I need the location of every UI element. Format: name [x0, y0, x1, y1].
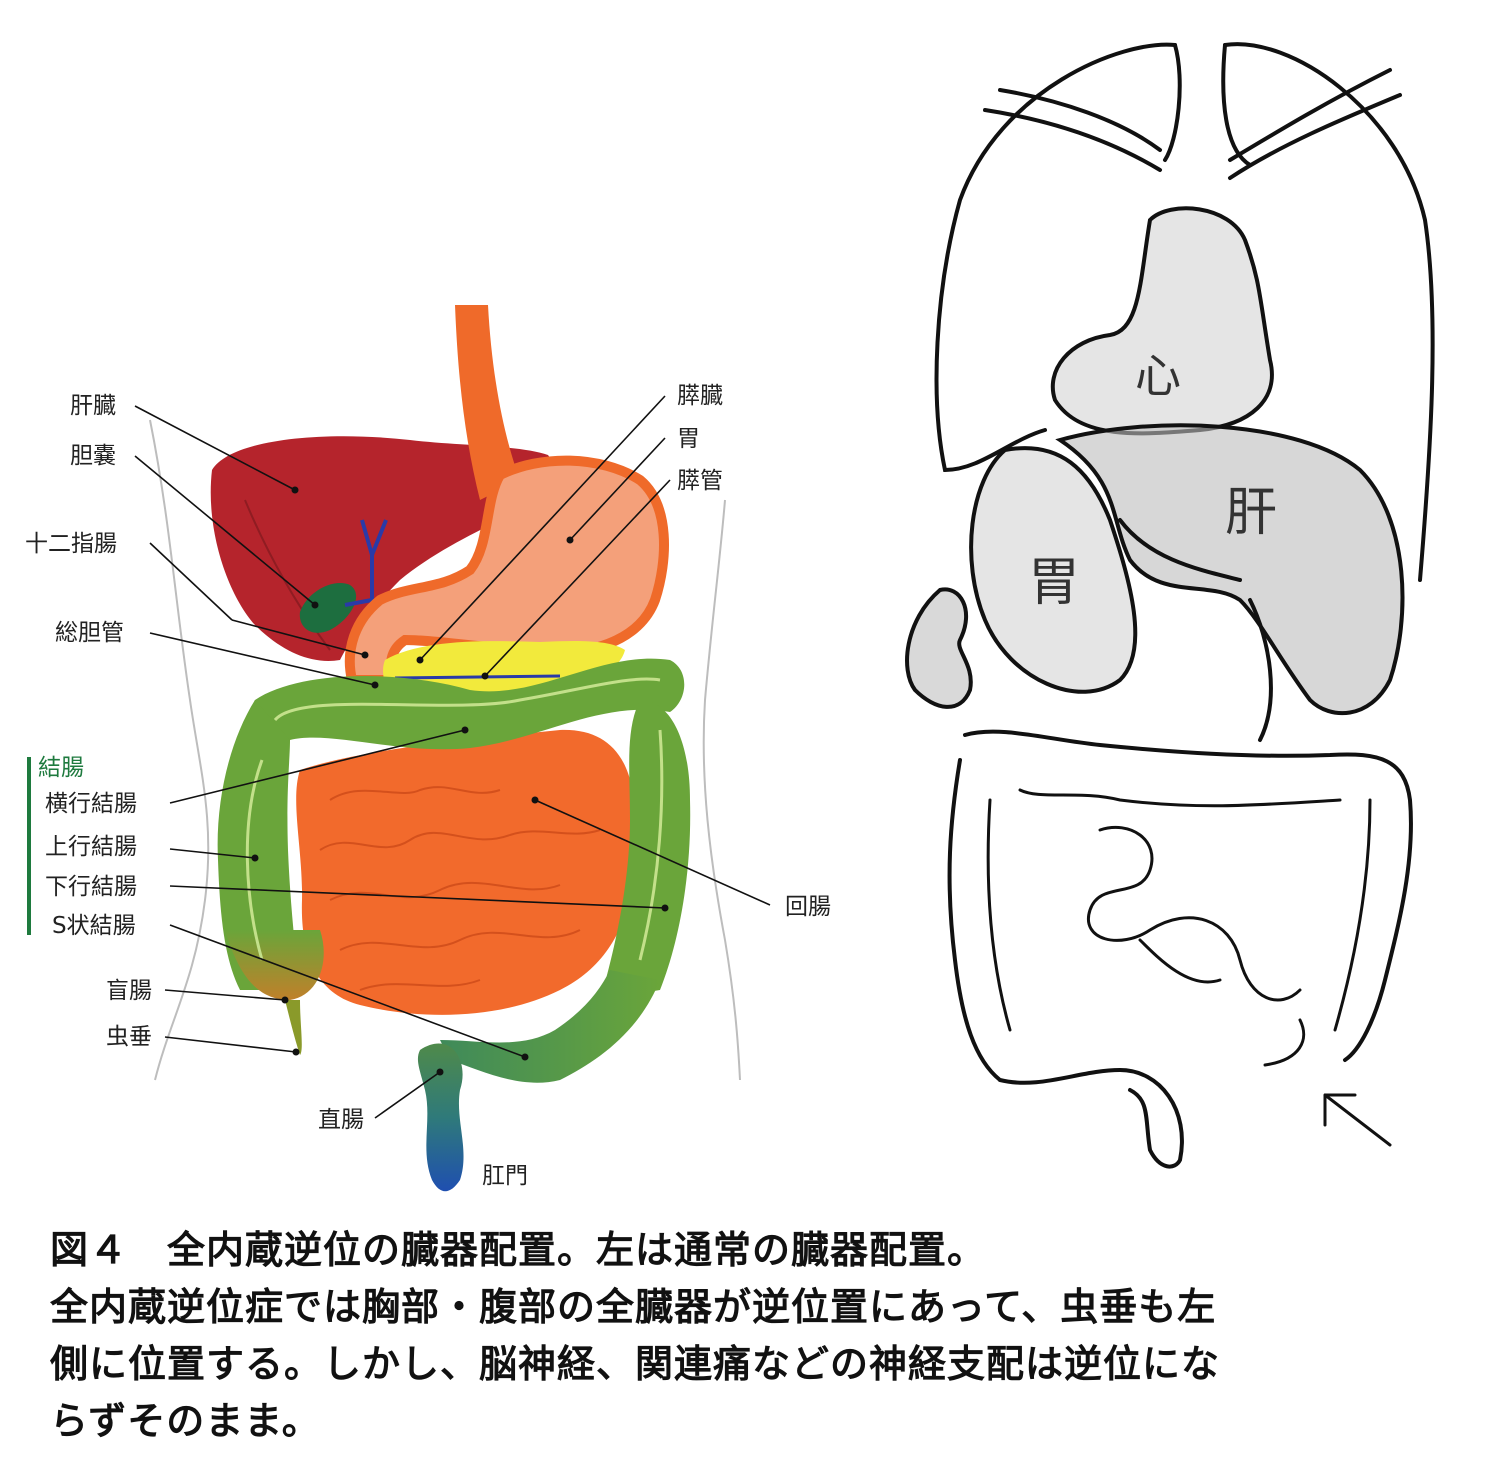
appendix: [285, 1000, 302, 1055]
sketch-label-liver: 肝: [1225, 470, 1277, 545]
spleen-sketch: [907, 589, 971, 707]
body-outline-left: [150, 420, 208, 1080]
caption-line-1: 図４ 全内蔵逆位の臓器配置。左は通常の臓器配置。: [50, 1222, 1470, 1279]
label-anus: 肛門: [482, 1162, 528, 1190]
situs-inversus-sketch: [907, 44, 1433, 1166]
label-ascending-colon: 上行結腸: [45, 833, 137, 861]
label-descending-colon: 下行結腸: [45, 873, 137, 901]
pancreatic-duct: [395, 676, 560, 678]
colon-sketch: [950, 732, 1411, 1167]
label-colon-group: 結腸: [38, 754, 84, 782]
label-appendix: 虫垂: [106, 1023, 152, 1051]
label-liver: 肝臓: [70, 392, 116, 420]
small-intestine: [296, 730, 636, 1015]
label-pancreatic-duct: 膵管: [677, 467, 723, 495]
label-common-bile-duct: 総胆管: [55, 619, 124, 647]
arrow-icon: [1325, 1095, 1390, 1145]
figure-area: 肝臓 胆嚢 十二指腸 総胆管 結腸 横行結腸 上行結腸 下行結腸 S状結腸 盲腸…: [0, 0, 1505, 1200]
label-transverse-colon: 横行結腸: [45, 790, 137, 818]
sketch-label-heart: 心: [1135, 340, 1181, 406]
caption-line-3: 側に位置する。しかし、脳神経、関連痛などの神経支配は逆位にな: [50, 1336, 1470, 1393]
label-sigmoid-colon: S状結腸: [52, 912, 136, 940]
label-stomach: 胃: [677, 425, 700, 453]
label-rectum: 直腸: [318, 1106, 364, 1134]
figure-caption: 図４ 全内蔵逆位の臓器配置。左は通常の臓器配置。 全内蔵逆位症では胸部・腹部の全…: [50, 1222, 1470, 1450]
colon-group-bar: [27, 757, 31, 935]
label-gallbladder: 胆嚢: [70, 442, 116, 470]
digestive-system-diagram: [0, 0, 1505, 1200]
label-ileum: 回腸: [785, 893, 831, 921]
caption-line-2: 全内蔵逆位症では胸部・腹部の全臓器が逆位置にあって、虫垂も左: [50, 1279, 1470, 1336]
label-cecum: 盲腸: [106, 977, 152, 1005]
body-outline-right: [704, 500, 740, 1080]
label-pancreas: 膵臓: [677, 382, 723, 410]
rectum: [418, 1044, 464, 1192]
caption-line-4: らずそのまま。: [50, 1393, 1470, 1450]
appendix-sketch: [1265, 1020, 1304, 1065]
label-duodenum: 十二指腸: [25, 530, 117, 558]
sketch-label-stomach: 胃: [1028, 540, 1080, 615]
